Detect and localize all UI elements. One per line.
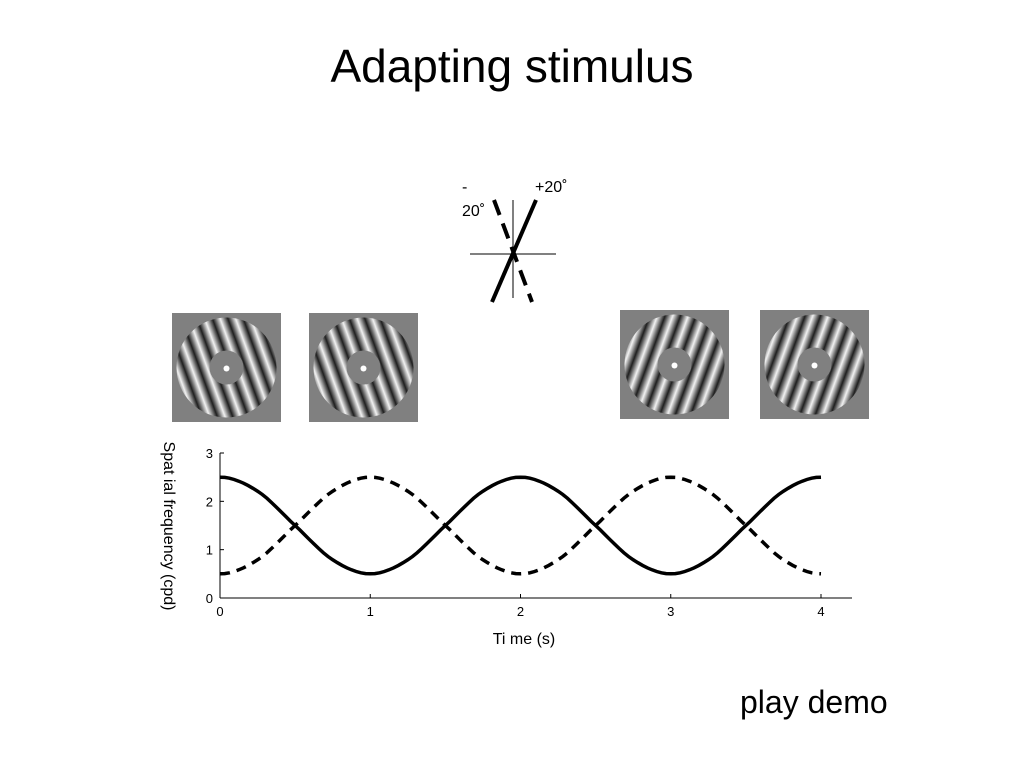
fixation-dot [223, 365, 230, 372]
fixation-dot [811, 362, 818, 369]
chart-series [219, 475, 822, 576]
x-tick-label: 0 [216, 604, 223, 619]
x-axis-label: Ti me (s) [493, 631, 556, 648]
y-axis-label: Spat ial frequency (cpd) [160, 442, 177, 611]
y-tick-label: 0 [206, 591, 213, 606]
y-tick-label: 2 [206, 494, 213, 509]
fixation-dot [360, 365, 367, 372]
plus-label: +20˚ [535, 179, 567, 196]
chart-axes: 0 1 2 3 4 0 1 2 3 [206, 446, 852, 619]
fixation-dot [671, 362, 678, 369]
minus-label-value: 20˚ [462, 203, 485, 220]
minus-20-orientation-line [492, 199, 534, 303]
orientation-diagram: - 20˚ +20˚ [462, 179, 567, 303]
x-tick-label: 4 [817, 604, 824, 619]
grating-stimulus-4 [760, 310, 869, 419]
series-line-solid [219, 475, 822, 576]
minus-label-sign: - [462, 179, 467, 196]
series-line-dashed [219, 475, 822, 576]
grating-stimulus-2 [309, 313, 418, 422]
grating-stimulus-1 [172, 313, 281, 422]
x-tick-label: 2 [517, 604, 524, 619]
grating-stimulus-3 [620, 310, 729, 419]
spatial-frequency-chart: 0 1 2 3 4 0 1 2 3 Ti me (s) Spat ial frequency (… [160, 442, 852, 648]
x-tick-label: 1 [367, 604, 374, 619]
x-tick-label: 3 [667, 604, 674, 619]
y-tick-label: 3 [206, 446, 213, 461]
play-demo-link[interactable]: play demo [740, 684, 888, 720]
y-tick-label: 1 [206, 543, 213, 558]
slide-title: Adapting stimulus [330, 40, 694, 92]
